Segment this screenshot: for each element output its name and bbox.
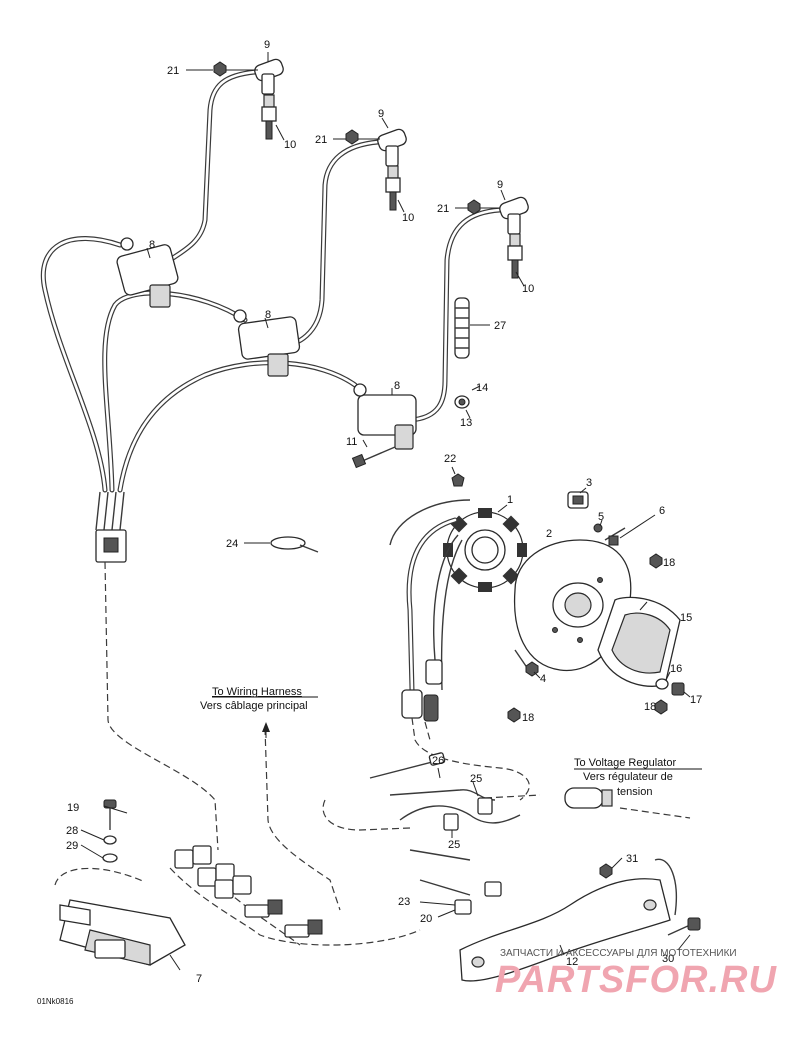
note-wiring-harness-fr: Vers câblage principal [200, 700, 308, 712]
callout-12: 12 [566, 956, 578, 968]
primary-harness [40, 236, 358, 563]
watermark-big: PARTSFOR.RU [495, 959, 777, 1001]
callout-22: 22 [444, 453, 456, 465]
callout-25b: 25 [448, 839, 460, 851]
callout-23: 23 [398, 896, 410, 908]
callout-31: 31 [626, 853, 638, 865]
callout-9c: 9 [497, 179, 503, 191]
voltage-regulator-connector[interactable] [564, 787, 613, 809]
leader-lines [80, 52, 691, 971]
callout-20: 20 [420, 913, 432, 925]
callout-9b: 9 [378, 108, 384, 120]
ignition-coil-middle[interactable] [233, 309, 301, 377]
diagram-code: 01Nk0816 [37, 997, 74, 1006]
callout-28: 28 [66, 825, 78, 837]
callout-18a: 18 [663, 557, 675, 569]
callout-26: 26 [432, 755, 444, 767]
cdi-module-7[interactable] [59, 899, 186, 966]
callout-30: 30 [662, 953, 674, 965]
callout-11: 11 [346, 436, 357, 448]
washer-16-bolt-17[interactable] [655, 678, 685, 696]
callout-21c: 21 [437, 203, 449, 215]
note-wiring-harness: To Wiring Harness Vers câblage principal [200, 686, 318, 712]
trigger-coil-3[interactable] [567, 491, 589, 509]
watermark: ЗАПЧАСТИ И АКСЕССУАРЫ ДЛЯ МОТОТЕХНИКИ PA… [495, 948, 777, 1001]
callout-18b: 18 [644, 701, 656, 713]
screw-19-washers[interactable] [102, 799, 118, 863]
stator-harness [389, 499, 471, 722]
callout-8a: 8 [149, 239, 155, 251]
mounting-bracket-12[interactable] [459, 858, 677, 982]
callout-1: 1 [507, 494, 513, 506]
callout-27: 27 [494, 320, 506, 332]
nut-31-bolt-30[interactable] [599, 863, 701, 936]
callout-8b: 8 [265, 309, 271, 321]
note-voltage-regulator-en: To Voltage Regulator [574, 757, 676, 769]
connector-group[interactable] [174, 845, 323, 938]
note-voltage-regulator: To Voltage Regulator Vers régulateur de … [574, 757, 702, 798]
spark-plug-cap-1[interactable] [253, 58, 285, 95]
spark-plug-cap-3[interactable] [498, 196, 530, 235]
protective-sleeve-27[interactable] [454, 297, 470, 359]
callout-10c: 10 [522, 283, 534, 295]
callout-21a: 21 [167, 65, 179, 77]
tie-wrap-24[interactable] [270, 536, 319, 553]
note-voltage-regulator-fr-2: tension [617, 786, 652, 798]
callout-10b: 10 [402, 212, 414, 224]
screw-22[interactable] [451, 473, 465, 487]
callout-5: 5 [598, 511, 604, 523]
callout-10a: 10 [284, 139, 296, 151]
spark-plug-3[interactable] [507, 233, 523, 279]
spark-plug-cap-2[interactable] [376, 128, 408, 167]
ignition-coil-bottom[interactable] [353, 383, 417, 450]
coil-screw-11[interactable] [351, 446, 396, 469]
callout-21b: 21 [315, 134, 327, 146]
callout-2: 2 [546, 528, 552, 540]
callout-13: 13 [460, 417, 472, 429]
callout-25a: 25 [470, 773, 482, 785]
callout-17: 17 [690, 694, 702, 706]
callout-7: 7 [196, 973, 202, 985]
nut-18-group [507, 553, 668, 723]
callout-14: 14 [476, 382, 488, 394]
spark-plug-1[interactable] [261, 94, 277, 140]
callout-18c: 18 [522, 712, 534, 724]
callout-29: 29 [66, 840, 78, 852]
nut-21-group [213, 61, 481, 215]
arrow-to-harness [262, 722, 270, 738]
callout-6: 6 [659, 505, 665, 517]
callout-15: 15 [680, 612, 692, 624]
watermark-small: ЗАПЧАСТИ И АКСЕССУАРЫ ДЛЯ МОТОТЕХНИКИ [500, 948, 737, 959]
rotor-cover-15[interactable] [597, 596, 681, 687]
callout-9a: 9 [264, 39, 270, 51]
callout-16: 16 [670, 663, 682, 675]
terminals[interactable] [369, 752, 521, 915]
callout-numbers: 9 21 10 9 21 10 9 21 10 27 8 8 8 14 13 1… [66, 39, 702, 985]
callout-8c: 8 [394, 380, 400, 392]
spark-plug-2[interactable] [385, 165, 401, 211]
callout-19: 19 [67, 802, 79, 814]
note-wiring-harness-en: To Wiring Harness [212, 686, 302, 698]
note-voltage-regulator-fr-1: Vers régulateur de [583, 771, 673, 783]
callout-24: 24 [226, 538, 238, 550]
callout-4: 4 [540, 673, 546, 685]
callout-3: 3 [586, 477, 592, 489]
washer-and-nut[interactable] [454, 395, 470, 409]
ignition-coil-top[interactable] [116, 237, 179, 308]
